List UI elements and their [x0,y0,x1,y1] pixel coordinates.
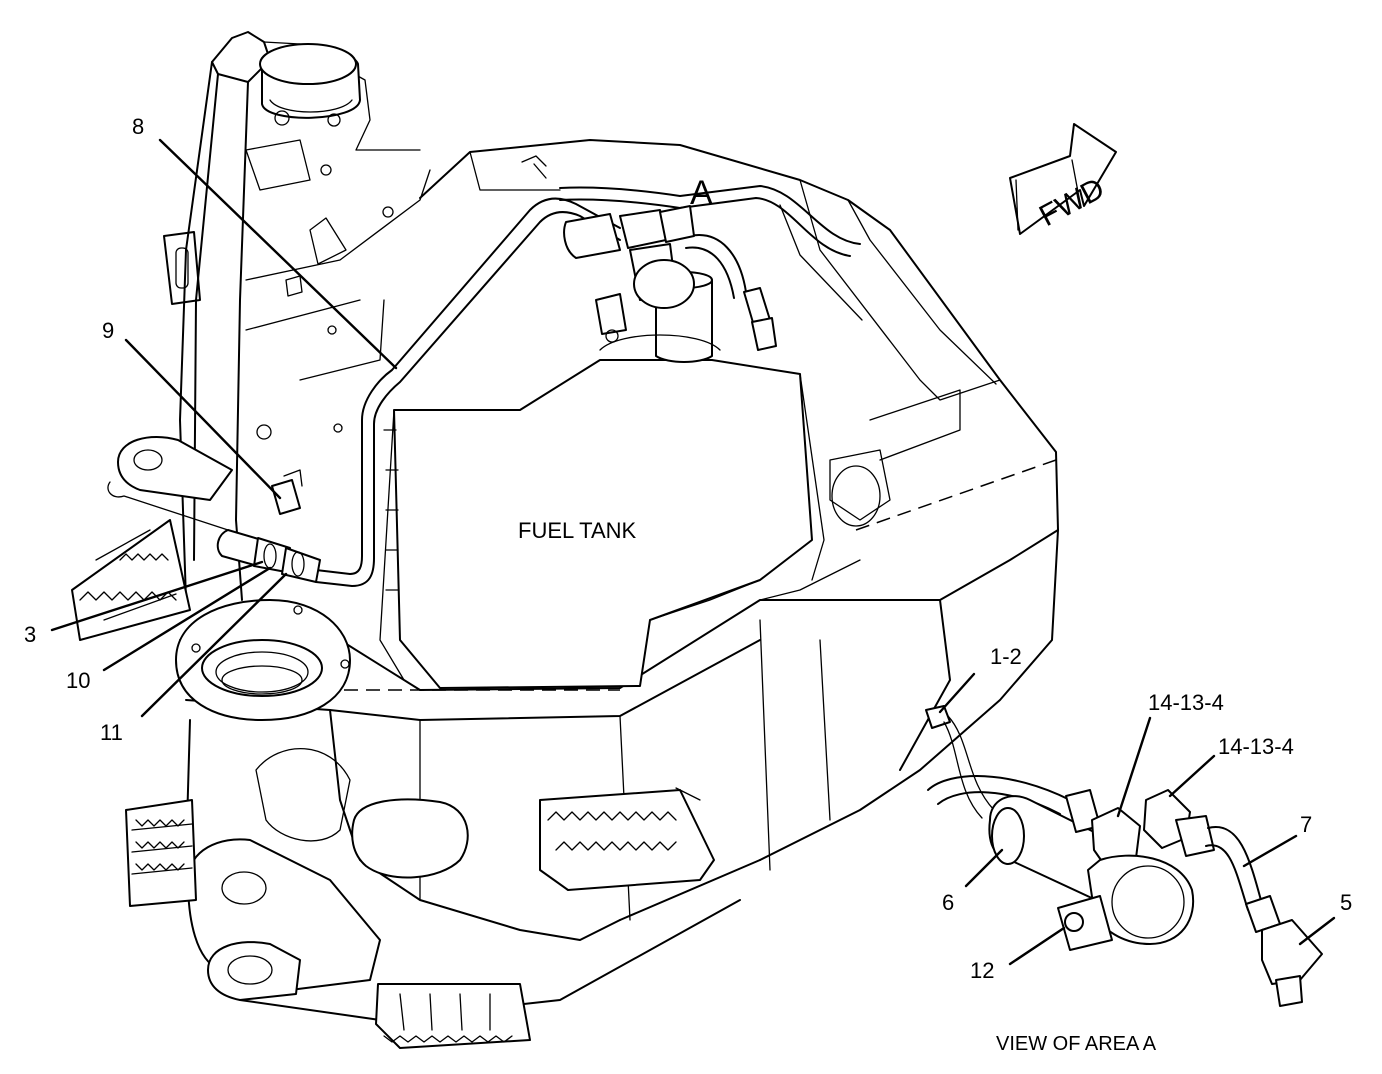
fuel-tank [379,271,825,689]
callout-14-13-4-first: 14-13-4 [1148,690,1224,715]
area-a-marker: A [690,174,713,212]
view-of-area-a-caption: VIEW OF AREA A [996,1033,1157,1055]
leader-lines [50,138,1336,966]
callout-10: 10 [66,668,90,693]
callout-1-2: 1-2 [990,644,1022,669]
machine-frame [71,31,1059,1049]
callout-9: 9 [102,318,114,343]
callout-6: 6 [942,890,954,915]
callout-5: 5 [1340,890,1352,915]
fuel-lines [315,155,861,587]
callout-7: 7 [1300,812,1312,837]
forward-direction-arrow: FWD [1009,123,1117,235]
callout-12: 12 [970,958,994,983]
area-a-detail [925,705,1323,1007]
callout-8: 8 [132,114,144,139]
left-switch-assembly [107,424,321,583]
callout-11: 11 [100,720,123,745]
callout-3: 3 [24,622,36,647]
fuel-tank-label: FUEL TANK [518,518,637,543]
top-valve-assembly [563,205,777,351]
callout-14-13-4-second: 14-13-4 [1218,734,1294,759]
